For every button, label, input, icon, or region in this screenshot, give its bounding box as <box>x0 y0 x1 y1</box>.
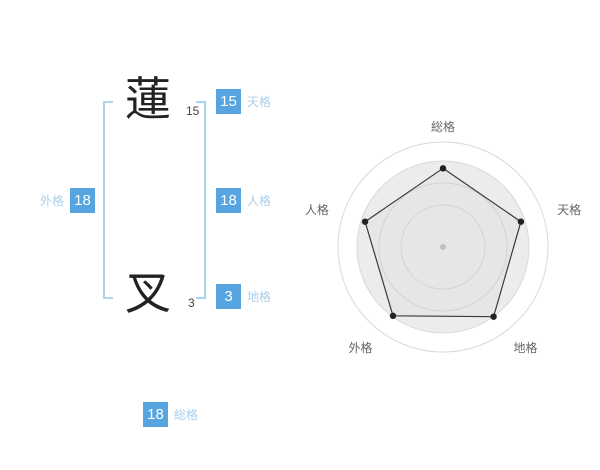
chikaku-row: 3 地格 <box>216 284 271 309</box>
radar-point <box>517 218 525 225</box>
jinkaku-row: 18 人格 <box>216 188 271 213</box>
gaikaku-value-badge: 18 <box>70 188 96 213</box>
soukaku-label: 総格 <box>174 408 199 422</box>
given-name-character: 叉 <box>125 267 171 319</box>
radar-point <box>389 312 397 319</box>
radar-axis-label: 総格 <box>431 119 455 134</box>
radar-axis-label: 天格 <box>557 202 581 217</box>
radar-axis-label: 人格 <box>305 202 329 217</box>
radar-point <box>439 165 447 172</box>
chikaku-label: 地格 <box>247 290 272 304</box>
radar-ring <box>337 141 549 353</box>
jinkaku-bracket <box>196 101 206 299</box>
radar-axis-label: 外格 <box>348 340 372 355</box>
surname-stroke-count: 15 <box>186 104 200 118</box>
gaikaku-row: 外格 18 <box>40 188 96 213</box>
radar-ring <box>400 204 486 290</box>
jinkaku-label: 人格 <box>247 194 272 208</box>
tenkaku-value-badge: 15 <box>216 89 241 114</box>
radar-center-dot <box>440 244 446 250</box>
jinkaku-value-badge: 18 <box>216 188 241 213</box>
radar-point <box>490 313 497 320</box>
gaikaku-label: 外格 <box>40 194 65 208</box>
soukaku-value-badge: 18 <box>143 402 168 427</box>
chikaku-value-badge: 3 <box>216 284 241 309</box>
radar-ring <box>378 182 508 312</box>
radar-polygon <box>364 167 522 318</box>
radar-point <box>361 218 369 225</box>
gaikaku-bracket <box>103 101 113 299</box>
surname-character: 蓮 <box>125 73 171 125</box>
soukaku-row: 18 総格 <box>143 402 198 427</box>
given-name-stroke-count: 3 <box>188 296 195 310</box>
tenkaku-label: 天格 <box>247 95 272 109</box>
radar-axis-label: 地格 <box>514 340 538 355</box>
tenkaku-row: 15 天格 <box>216 89 271 114</box>
